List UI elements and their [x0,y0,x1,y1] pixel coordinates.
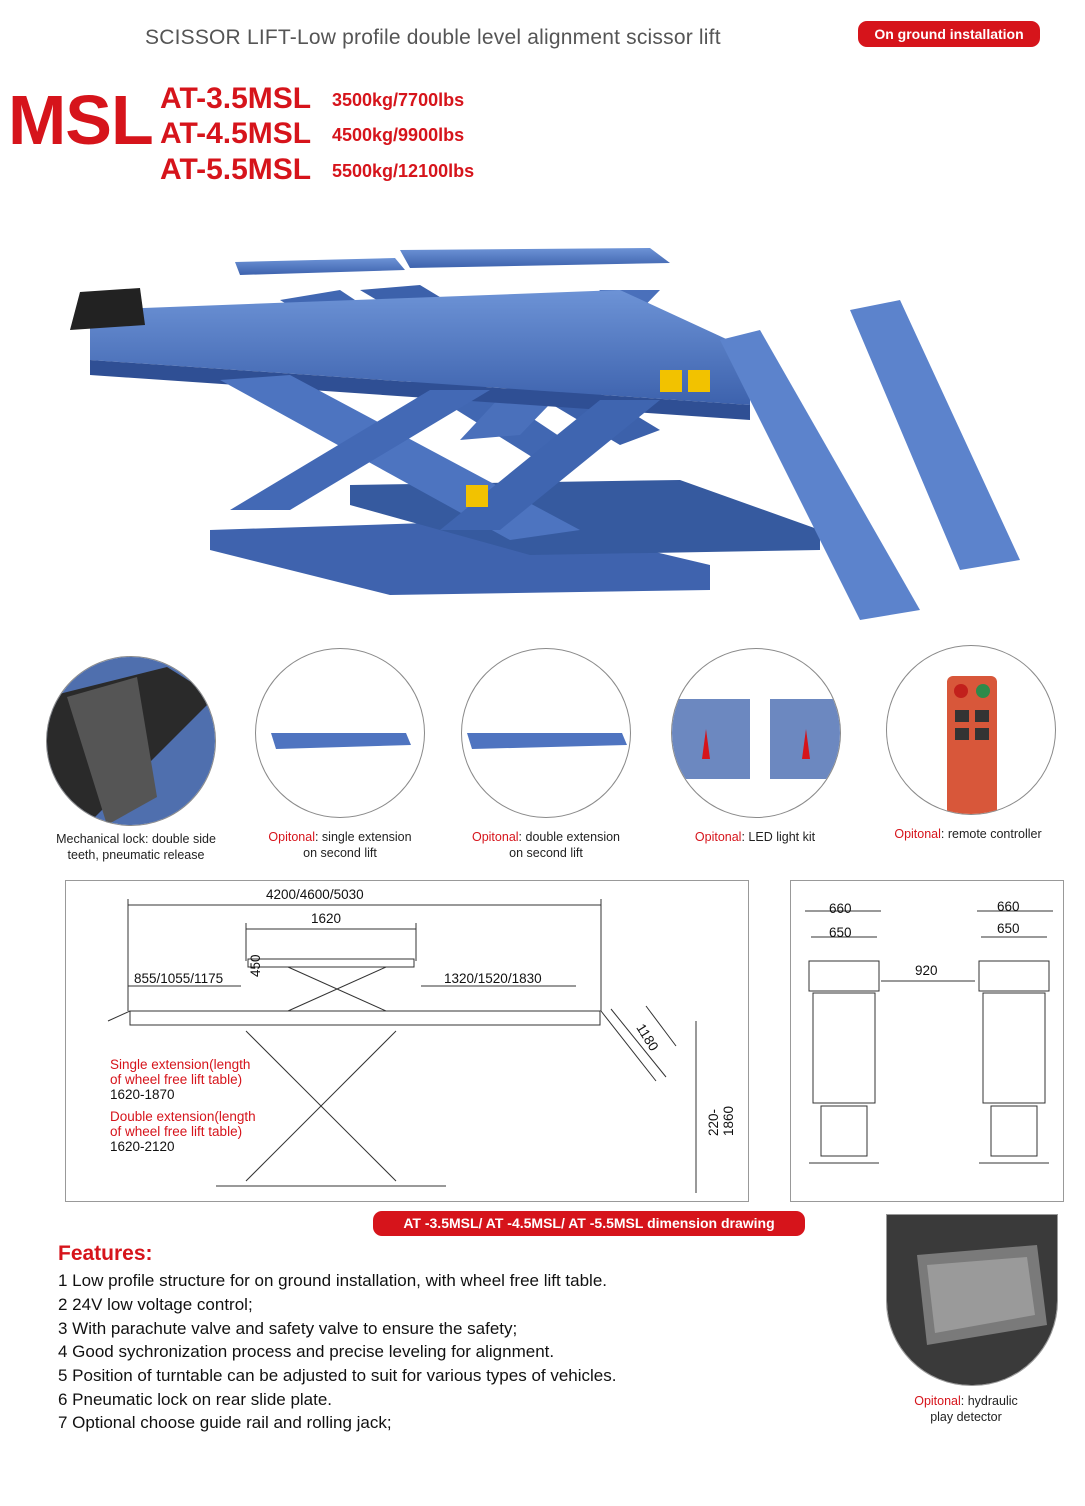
left-length-dim: 855/1055/1175 [134,971,224,986]
single-extension-photo [255,648,425,818]
page-title: SCISSOR LIFT-Low profile double level al… [145,26,721,49]
remote-controller-photo [886,645,1056,815]
front-dimension-drawing: 660 650 660 650 920 [790,880,1064,1202]
brand-logo-text: MSL [8,81,154,159]
feature-item: 7 Optional choose guide rail and rolling… [58,1413,392,1432]
play-detector-photo [886,1214,1058,1386]
feature-item: 2 24V low voltage control; [58,1295,253,1314]
play-detector-caption: Opitonal: hydraulic play detector [914,1394,1018,1424]
feature-item: 5 Position of turntable can be adjusted … [58,1366,617,1385]
double-extension-photo [461,648,631,818]
right-length-dim: 1320/1520/1830 [444,971,542,986]
feature-item: 3 With parachute valve and safety valve … [58,1319,518,1338]
lift-height-dim: 450 [248,954,263,977]
installation-badge: On ground installation [858,21,1040,47]
single-extension-caption: Opitonal: single extension on second lif… [268,830,412,860]
model-capacity-3: 5500kg/12100lbs [332,161,475,181]
inner-width-right-dim: 650 [997,921,1020,936]
feature-item: 6 Pneumatic lock on rear slide plate. [58,1390,333,1409]
overall-length-dim: 4200/4600/5030 [266,887,364,902]
dimension-drawing-caption: AT -3.5MSL/ AT -4.5MSL/ AT -5.5MSL dimen… [373,1211,805,1236]
model-name-2: AT-4.5MSL [160,117,312,150]
side-dimension-drawing: 4200/4600/5030 1620 855/1055/1175 450 13… [65,880,749,1202]
remote-controller-caption: Opitonal: remote controller [894,827,1042,841]
outer-width-right-dim: 660 [997,899,1020,914]
model-name-1: AT-3.5MSL [160,82,312,115]
model-capacity-1: 3500kg/7700lbs [332,90,465,110]
platform-length-dim: 1620 [311,911,342,926]
outer-width-left-dim: 660 [829,901,852,916]
feature-item: 1 Low profile structure for on ground in… [58,1271,608,1290]
double-extension-caption: Opitonal: double extension on second lif… [471,830,621,860]
gap-dim: 920 [915,963,938,978]
model-name-3: AT-5.5MSL [160,153,312,186]
features-title: Features: [58,1242,153,1265]
scissor-lift-illustration [70,248,1020,620]
led-light-kit-caption: Opitonal: LED light kit [694,830,816,844]
led-light-kit-photo [671,648,841,818]
double-extension-note: Double extension(length of wheel free li… [110,1109,256,1154]
single-extension-note: Single extension(length of wheel free li… [110,1057,251,1102]
feature-item: 4 Good sychronization process and precis… [58,1342,555,1361]
height-range-dim: 220-1860 [706,1105,736,1136]
model-capacity-2: 4500kg/9900lbs [332,125,465,145]
inner-width-left-dim: 650 [829,925,852,940]
mechanical-lock-photo [46,656,216,826]
